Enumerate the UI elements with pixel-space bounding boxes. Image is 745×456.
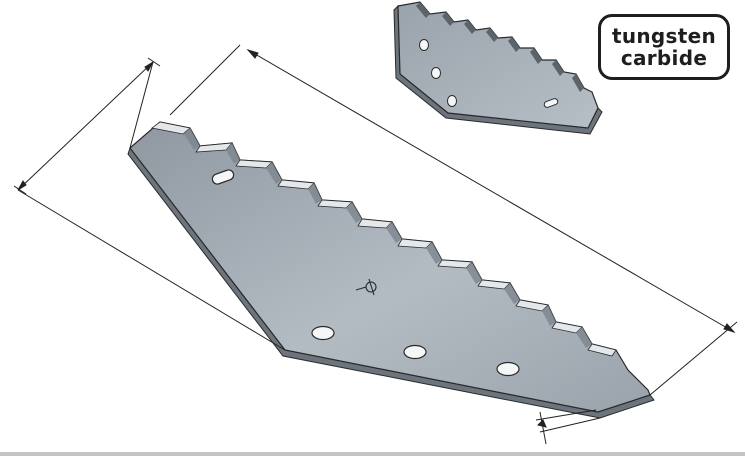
small-blade-face (397, 1, 599, 129)
small-blade (393, 1, 603, 135)
small-blade-hole (431, 67, 441, 79)
engraved-mark (355, 278, 377, 296)
mounting-hole (311, 325, 335, 341)
bottom-divider (0, 452, 745, 456)
large-blade-tooth-sides (184, 128, 592, 348)
small-blade-slot (543, 98, 559, 108)
slot-hole (211, 169, 235, 185)
small-blade-teeth (416, 2, 584, 92)
mounting-hole (496, 361, 520, 377)
small-blade-hole (447, 95, 457, 107)
dimension-lines (13, 44, 738, 445)
large-blade-face (129, 121, 651, 413)
large-blade (127, 121, 655, 419)
small-blade-hole (419, 39, 429, 51)
badge-line-1: tungsten (611, 24, 717, 48)
badge-line-2: carbide (620, 46, 708, 70)
mounting-hole (403, 344, 427, 360)
tungsten-carbide-badge: tungsten carbide (598, 14, 730, 80)
